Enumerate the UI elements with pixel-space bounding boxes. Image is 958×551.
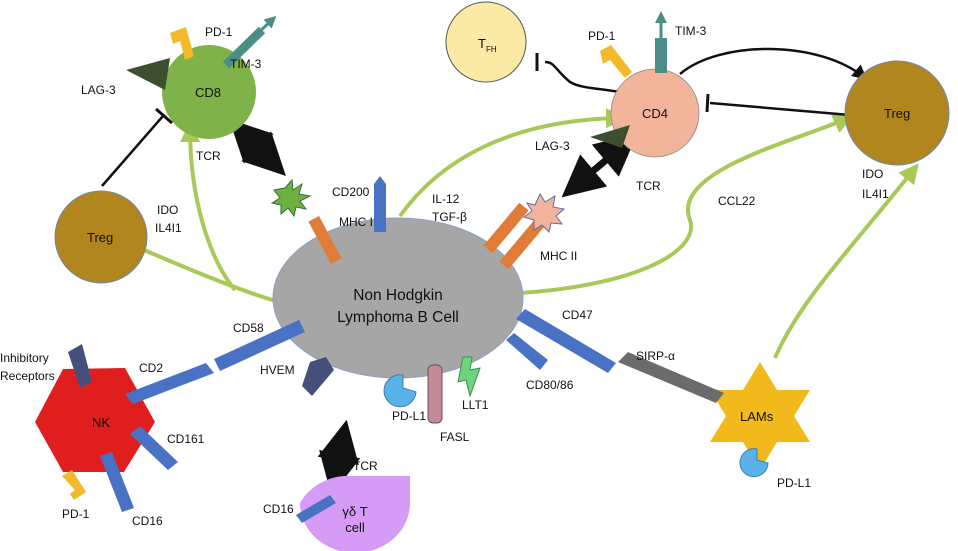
label-cd16-nk: CD16 xyxy=(132,514,163,528)
antigen-green-star xyxy=(270,178,312,218)
inhibitory-receptor-icon xyxy=(68,344,92,388)
label-tcr-gd: TCR xyxy=(353,459,378,473)
label-mhc2: MHC II xyxy=(540,249,577,263)
label-tcr-cd4: TCR xyxy=(636,179,661,193)
inhibition-treg-right-to-cd4 xyxy=(709,101,851,117)
label-pdl1-lams: PD-L1 xyxy=(777,476,811,490)
double-arrow-b-gd xyxy=(317,419,361,496)
mhc2-icon-b xyxy=(499,218,545,270)
label-cd200: CD200 xyxy=(332,185,370,199)
antigen-peach-star xyxy=(522,192,566,233)
cd47-icon xyxy=(516,309,616,373)
fasl-icon xyxy=(427,364,443,424)
lag3-icon-cd4 xyxy=(590,125,630,148)
inhibition-bar-cd8 xyxy=(155,107,173,125)
inhibition-bar-cd4 xyxy=(705,93,710,113)
pd1-icon-nk xyxy=(62,470,86,500)
treg-left-cell xyxy=(54,190,148,284)
label-inhibitory-2: Receptors xyxy=(0,369,55,383)
label-pd1-cd4: PD-1 xyxy=(588,29,616,43)
label-llt1: LLT1 xyxy=(462,398,489,412)
label-hvem: HVEM xyxy=(260,363,295,377)
lag3-icon-cd8 xyxy=(126,58,170,90)
cd2-icon xyxy=(125,363,214,404)
label-il4i1-right: IL4I1 xyxy=(862,187,889,201)
label-il12: IL-12 xyxy=(432,192,460,206)
sirpa-icon xyxy=(618,352,724,403)
label-mhc1: MHC I xyxy=(339,215,373,229)
cd80-86-icon xyxy=(506,333,548,370)
cd161-icon xyxy=(130,426,178,470)
nk-label: NK xyxy=(92,415,110,430)
label-ccl22: CCL22 xyxy=(718,194,756,208)
cd4-label: CD4 xyxy=(642,106,668,121)
tim3-icon-cd8 xyxy=(222,26,266,69)
treg-left-label: Treg xyxy=(87,230,113,245)
label-il4i1-left: IL4I1 xyxy=(155,221,182,235)
inhibition-cd4-to-tfh xyxy=(544,60,621,94)
label-sirpa: SIRP-α xyxy=(636,349,675,363)
arrow-cd4-to-treg-right xyxy=(679,47,868,80)
tfh-label: TFH xyxy=(478,36,497,54)
pd1-icon-cd4 xyxy=(600,45,632,78)
label-tim3-cd4: TIM-3 xyxy=(675,24,707,38)
gd-label-line2: cell xyxy=(345,520,365,535)
cd8-cell xyxy=(162,45,256,139)
lymphoma-label-line1: Non Hodgkin xyxy=(353,287,443,304)
double-arrow-cd8-mhc1 xyxy=(229,119,286,176)
cd58-icon xyxy=(214,320,305,371)
tfh-cell xyxy=(445,1,527,83)
llt1-icon xyxy=(457,356,481,398)
label-cd161: CD161 xyxy=(167,432,205,446)
gd-label-line1: γδ T xyxy=(342,504,367,519)
cd16-nk-icon xyxy=(100,452,134,512)
label-cd2: CD2 xyxy=(139,361,163,375)
label-cd16-gd: CD16 xyxy=(263,502,294,516)
label-cd58: CD58 xyxy=(233,321,264,335)
label-inhibitory-1: Inhibitory xyxy=(0,351,49,365)
label-fasl: FASL xyxy=(440,430,470,444)
lymphoma-label-line2: Lymphoma B Cell xyxy=(337,309,459,326)
pd1-icon-cd8 xyxy=(170,27,194,60)
treg-right-label: Treg xyxy=(884,106,910,121)
cd200-tip xyxy=(374,176,386,184)
label-ido-left: IDO xyxy=(157,203,178,217)
pdl1-icon-lams xyxy=(739,448,769,478)
label-pd1-cd8: PD-1 xyxy=(205,25,233,39)
cd16-gd-icon xyxy=(296,495,336,523)
arrow-b-to-treg-right xyxy=(519,114,854,295)
cd200-icon xyxy=(374,184,386,232)
treg-right-cell xyxy=(844,60,950,166)
cd8-label: CD8 xyxy=(195,85,221,100)
label-lag3-cd8: LAG-3 xyxy=(81,83,116,97)
mhc1-icon xyxy=(308,215,342,265)
inhibition-treg-left-to-cd8 xyxy=(101,115,164,187)
arrow-b-to-cd8 xyxy=(180,122,237,292)
label-ido-right: IDO xyxy=(862,167,883,181)
pdl1-icon-b xyxy=(383,374,417,408)
label-lag3-cd4: LAG-3 xyxy=(535,139,570,153)
lams-cell xyxy=(710,362,810,470)
gd-t-cell xyxy=(300,475,410,551)
tim3-icon-cd4 xyxy=(655,38,667,73)
label-cd80-86: CD80/86 xyxy=(526,378,574,392)
double-arrow-cd4-mhc2 xyxy=(561,133,638,198)
tim3-stem-cd8 xyxy=(256,15,277,35)
arrow-lams-to-treg-right xyxy=(773,163,919,359)
label-tcr-cd8: TCR xyxy=(196,149,221,163)
arrow-b-to-treg-left xyxy=(122,239,291,307)
label-cd47: CD47 xyxy=(562,308,593,322)
label-tgfb: TGF-β xyxy=(432,210,467,224)
label-pd1-nk: PD-1 xyxy=(62,507,90,521)
lams-label: LAMs xyxy=(740,409,774,424)
label-pdl1-b: PD-L1 xyxy=(392,409,426,423)
label-tim3-cd8: TIM-3 xyxy=(230,57,262,71)
hvem-icon xyxy=(302,357,334,396)
mhc2-icon-a xyxy=(483,202,529,254)
arrow-b-to-cd4 xyxy=(398,108,626,218)
